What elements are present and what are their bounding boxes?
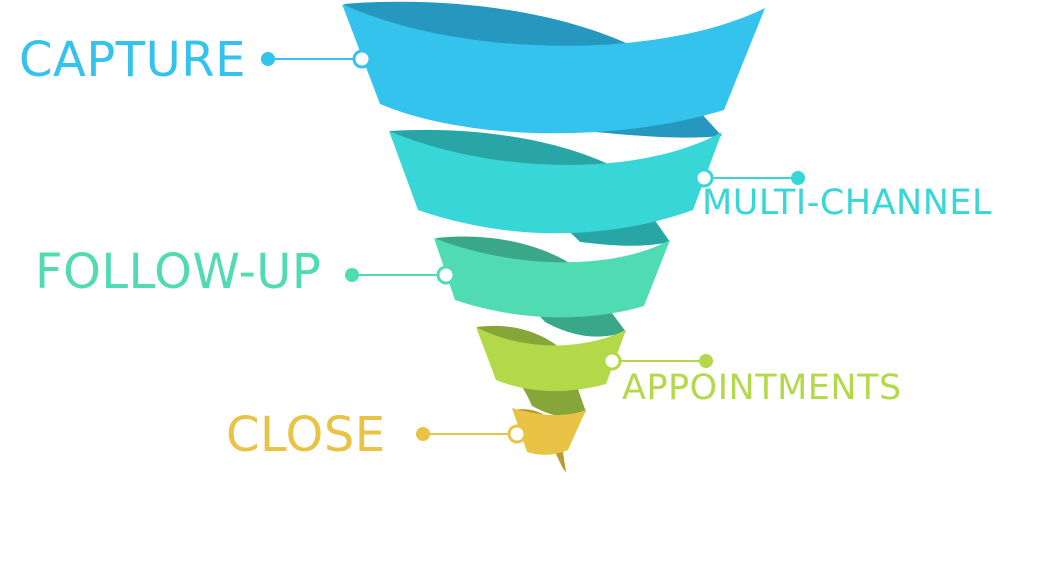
multichannel-label: MULTI-CHANNEL [702,183,993,223]
capture-anchor-dot [352,49,372,69]
followup-anchor-dot [436,265,456,285]
capture-label: CAPTURE [19,32,246,88]
connectors [261,49,805,444]
capture-connector [261,49,372,69]
appointments-label: APPOINTMENTS [622,368,902,408]
appointments-outer-dot [699,354,713,368]
followup-connector [345,265,456,285]
multichannel-band-front [389,131,722,234]
close-outer-dot [416,427,430,441]
close-label: CLOSE [226,407,386,463]
close-anchor-dot [507,424,527,444]
close-band-front [512,408,586,455]
funnel-front-faces [342,4,765,455]
close-connector [416,424,527,444]
multichannel-anchor-dot [694,168,714,188]
followup-outer-dot [345,268,359,282]
capture-outer-dot [261,52,275,66]
followup-band-front [434,238,670,318]
appointments-connector [602,351,713,371]
followup-label: FOLLOW-UP [35,244,322,300]
appointments-anchor-dot [602,351,622,371]
multichannel-connector [694,168,805,188]
appointments-band-front [476,327,626,392]
multichannel-outer-dot [791,171,805,185]
capture-band-front [342,4,765,134]
